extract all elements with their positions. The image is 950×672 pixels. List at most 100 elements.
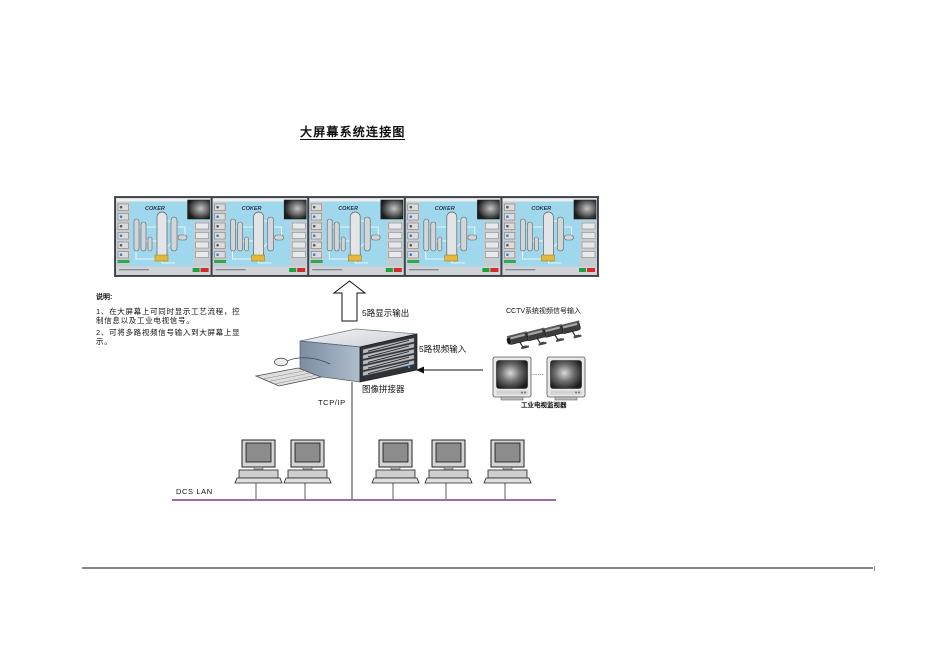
monitor-label: 工业电视监视器 xyxy=(521,400,567,409)
screen-bottom-text xyxy=(312,269,343,271)
screen-coker-tower xyxy=(543,211,554,261)
cctv-camera-icon xyxy=(524,327,547,346)
wall-screen: COKER xyxy=(501,197,598,276)
screen-vessel xyxy=(557,216,564,252)
screen-data-box xyxy=(388,241,403,249)
screen-widget-indicator xyxy=(119,205,123,209)
screen-data-box xyxy=(195,222,209,230)
screen-vessel xyxy=(340,236,346,252)
screen-widget-indicator xyxy=(119,234,123,237)
workstation-base xyxy=(287,469,328,479)
camera-highlight xyxy=(562,323,578,329)
screen-control-widget xyxy=(310,222,322,230)
screen-alarm-indicator xyxy=(297,268,306,272)
screen-data-box xyxy=(195,241,209,249)
workstation-neck xyxy=(502,466,513,471)
screen-ok-indicator xyxy=(579,268,586,272)
screen-control-widget xyxy=(407,213,419,221)
display-output-arrow: 5路显示输出 xyxy=(332,280,409,322)
screen-widget-indicator xyxy=(312,243,316,247)
keyboard-key-row xyxy=(268,372,311,382)
screen-alarm-indicator xyxy=(587,268,595,272)
screen-widget-indicator xyxy=(506,253,509,256)
screen-control-widget xyxy=(214,222,226,230)
screen-ok-indicator xyxy=(192,268,200,272)
monitor-stand xyxy=(554,396,578,401)
workstation-screen xyxy=(494,442,521,463)
workstation-base xyxy=(238,469,279,479)
drive-bay-slot xyxy=(368,362,409,375)
dcs-network: TCP/IP DCS LAN xyxy=(172,382,556,501)
screen-alarm-indicator xyxy=(200,268,209,272)
cctv-monitors xyxy=(492,356,586,401)
camera-sunshield xyxy=(559,320,580,327)
screen-control-widget xyxy=(117,251,129,259)
note-item-1-line-2: 制信息以及工业电视信号。 xyxy=(96,315,194,325)
workstation-icon xyxy=(234,439,283,500)
screen-bottom-bar xyxy=(213,266,307,275)
screen-control-widget xyxy=(407,232,419,240)
screen-vessel xyxy=(333,221,340,252)
screen-control-widget xyxy=(117,241,129,249)
screen-vessel xyxy=(170,216,178,252)
lan-label: DCS LAN xyxy=(176,487,213,496)
screen-data-box xyxy=(485,241,499,249)
screen-label: COKER xyxy=(338,206,358,212)
workstation-icon xyxy=(424,439,473,500)
screen-bottom-bar xyxy=(406,266,500,275)
screen-vessel xyxy=(520,218,526,252)
screen-bottom-text xyxy=(119,269,149,271)
screen-pipe xyxy=(177,226,186,235)
workstation-screen xyxy=(382,442,409,463)
screen-widget-indicator xyxy=(409,215,413,218)
screen-bottom-text xyxy=(408,269,439,271)
crt-monitor-icon xyxy=(492,356,532,401)
screen-pipe xyxy=(232,251,252,260)
keyboard-icon xyxy=(254,367,323,387)
screen-vessel xyxy=(230,218,236,252)
screen-widget-indicator xyxy=(216,253,219,256)
screen-control-widget xyxy=(117,203,129,211)
screen-drum xyxy=(467,234,478,241)
screen-status-strip xyxy=(407,260,420,263)
screen-widget-indicator xyxy=(119,253,123,256)
screen-control-widget xyxy=(407,222,419,230)
screen-widget-indicator xyxy=(312,234,316,237)
screen-pipe xyxy=(273,226,283,235)
workstation-icon xyxy=(371,439,420,500)
screen-ok-indicator xyxy=(482,268,490,272)
note-item-2-line-1: 2、可将多路视频信号输入到大屏幕上显 xyxy=(96,327,240,337)
notes-heading: 说明: xyxy=(96,292,112,301)
screen-widget-indicator xyxy=(216,205,219,209)
screen-label: COKER xyxy=(435,206,455,212)
camera-sunshield xyxy=(524,327,545,335)
screen-data-box xyxy=(291,251,306,258)
screen-bottom-bar xyxy=(502,266,597,275)
screen-coker-tower xyxy=(349,211,361,261)
screen-widget-indicator xyxy=(312,205,316,209)
screen-control-widget xyxy=(504,222,516,230)
note-item-1-line-1: 1、在大屏幕上可同时显示工艺流程，控 xyxy=(96,306,240,316)
screen-control-widget xyxy=(214,241,226,249)
monitor-control-strip xyxy=(496,390,528,395)
screen-drum xyxy=(370,234,381,241)
screen-widget-indicator xyxy=(216,224,219,228)
mouse-icon xyxy=(274,357,288,367)
screen-title-bar xyxy=(213,198,307,202)
screen-vessel xyxy=(147,236,153,252)
screen-video-inset xyxy=(283,199,307,220)
workstation-base xyxy=(428,469,469,479)
workstation-keyboard xyxy=(234,477,283,484)
wall-screen: COKER xyxy=(115,197,212,276)
screen-vessel xyxy=(267,216,274,252)
screen-widget-indicator xyxy=(506,234,509,237)
screen-vessel xyxy=(527,221,533,252)
screen-bottom-bar xyxy=(309,266,404,275)
screen-data-box xyxy=(291,222,306,230)
screen-title-bar xyxy=(116,198,211,202)
screen-control-widget xyxy=(214,232,226,240)
workstation-keyboard xyxy=(371,477,420,484)
screen-alarm-indicator xyxy=(393,268,402,272)
